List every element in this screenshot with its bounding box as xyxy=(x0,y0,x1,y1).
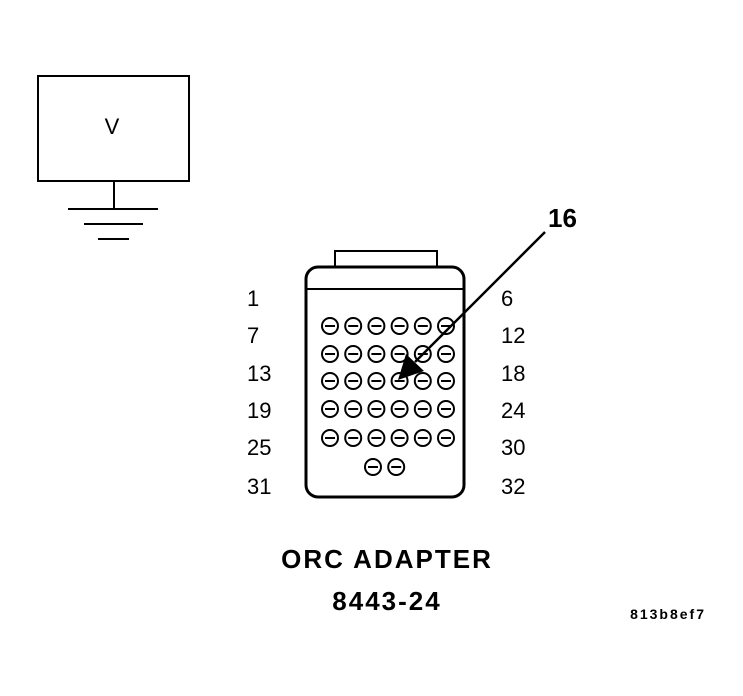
connector-pin xyxy=(367,317,386,335)
callout-arrow-line xyxy=(414,231,546,363)
connector-pin xyxy=(437,400,455,418)
connector-pin xyxy=(367,400,386,418)
connector-pin xyxy=(321,345,339,363)
connector-pin xyxy=(437,429,455,447)
callout: 16 xyxy=(398,203,577,380)
callout-arrowhead xyxy=(398,354,424,380)
row-end-label: 12 xyxy=(501,323,525,348)
connector-pin xyxy=(437,345,455,363)
connector-pin xyxy=(321,429,339,447)
row-end-label: 30 xyxy=(501,435,525,460)
row-start-label: 25 xyxy=(247,435,271,460)
connector-pin xyxy=(367,372,386,390)
connector-pin xyxy=(344,400,363,418)
connector-pin xyxy=(321,372,339,390)
connector-pins xyxy=(321,317,455,476)
connector-pin xyxy=(367,429,386,447)
caption-title: ORC ADAPTER xyxy=(281,544,493,574)
row-end-label: 24 xyxy=(501,398,525,423)
row-end-label: 6 xyxy=(501,286,513,311)
row-start-label: 1 xyxy=(247,286,259,311)
connector-pin xyxy=(413,429,432,447)
connector-pin xyxy=(413,372,432,390)
voltmeter-label: V xyxy=(105,114,120,139)
connector-pin xyxy=(390,345,409,363)
connector-pin xyxy=(437,317,455,335)
connector-pin xyxy=(390,400,409,418)
figure-code: 813b8ef7 xyxy=(630,606,706,622)
connector-pin xyxy=(387,458,406,476)
connector-pin xyxy=(344,372,363,390)
connector-pin xyxy=(367,345,386,363)
connector-pin xyxy=(344,317,363,335)
connector-pin xyxy=(344,345,363,363)
row-start-label: 19 xyxy=(247,398,271,423)
row-start-label: 31 xyxy=(247,474,271,499)
row-end-label: 18 xyxy=(501,361,525,386)
connector-pin xyxy=(364,458,382,476)
connector-pin xyxy=(390,317,409,335)
connector-pin xyxy=(321,317,339,335)
row-start-label: 13 xyxy=(247,361,271,386)
connector-pin xyxy=(344,429,363,447)
ground-symbol xyxy=(68,181,158,240)
connector-pin xyxy=(437,372,455,390)
caption-part-number: 8443-24 xyxy=(332,586,441,616)
row-end-label: 32 xyxy=(501,474,525,499)
connector-pin xyxy=(413,400,432,418)
connector-pin xyxy=(321,400,339,418)
connector-pin xyxy=(413,317,432,335)
connector xyxy=(304,250,466,499)
row-end-labels: 6 12 18 24 30 32 xyxy=(501,286,525,499)
voltmeter: V xyxy=(37,75,190,240)
connector-pin xyxy=(390,429,409,447)
row-start-labels: 1 7 13 19 25 31 xyxy=(247,286,271,499)
callout-label: 16 xyxy=(548,203,577,233)
row-start-label: 7 xyxy=(247,323,259,348)
